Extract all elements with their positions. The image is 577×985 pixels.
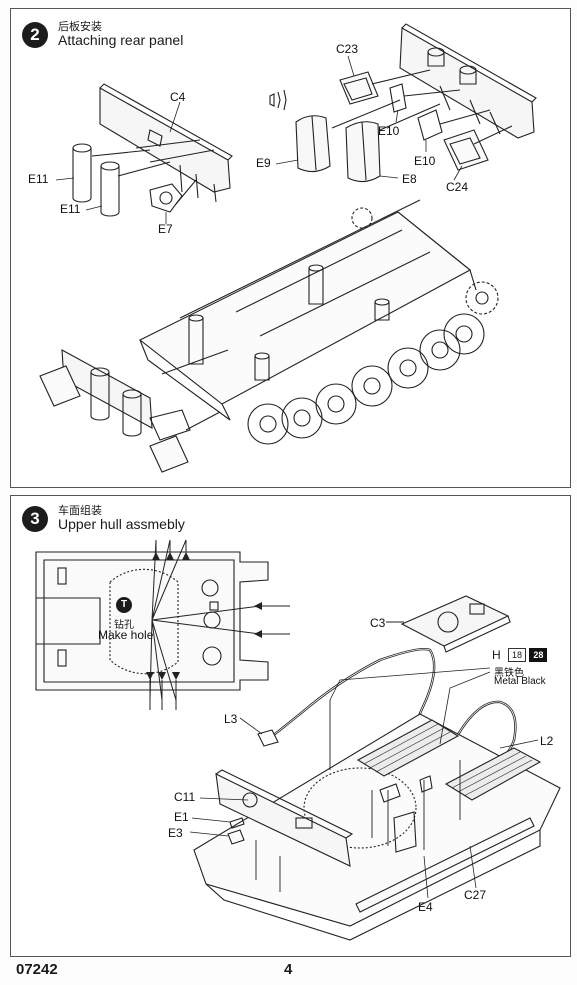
- step-2-title-cn: 后板安装: [58, 21, 102, 33]
- part-label-e1: E1: [174, 810, 189, 824]
- part-label-e3: E3: [168, 826, 183, 840]
- part-label-e11-lower: E11: [60, 202, 81, 216]
- paint-name-cn: 黑铁色: [494, 668, 524, 679]
- part-label-e4: E4: [418, 900, 433, 914]
- step-2-title-en: Attaching rear panel: [58, 32, 184, 48]
- product-code: 07242: [16, 961, 58, 978]
- step-3-title-en: Upper hull assmebly: [58, 516, 185, 532]
- drill-text-en: Make hole: [98, 628, 154, 642]
- part-label-c4: C4: [170, 90, 186, 104]
- part-label-c27: C27: [464, 888, 487, 902]
- paint-code-b: 28: [529, 648, 548, 662]
- step-2-badge: 2: [22, 22, 48, 48]
- part-label-l3: L3: [224, 712, 238, 726]
- paint-code-a: 18: [508, 648, 527, 662]
- part-label-e10-lower: E10: [414, 154, 436, 168]
- part-label-e9: E9: [256, 156, 271, 170]
- paint-code: H 18 28: [492, 648, 548, 662]
- drill-text-cn: 钻孔: [114, 620, 134, 631]
- paint-letter: H: [492, 648, 501, 662]
- part-label-c11: C11: [174, 790, 196, 804]
- drill-tool-badge: T: [116, 597, 132, 613]
- step-3-badge: 3: [22, 506, 48, 532]
- page-number: 4: [284, 961, 293, 978]
- part-label-e11-upper: E11: [28, 172, 49, 186]
- part-label-c3: C3: [370, 616, 386, 630]
- part-label-e10-upper: E10: [378, 124, 400, 138]
- part-label-c24: C24: [446, 180, 469, 194]
- step-3-title-cn: 车面组装: [58, 505, 102, 517]
- step-2-drawing: [39, 23, 537, 473]
- part-label-e7: E7: [158, 222, 173, 236]
- part-label-e8: E8: [402, 172, 417, 186]
- part-label-c23: C23: [336, 42, 359, 56]
- paint-name-en: Metal Black: [494, 676, 546, 687]
- part-label-l2: L2: [540, 734, 554, 748]
